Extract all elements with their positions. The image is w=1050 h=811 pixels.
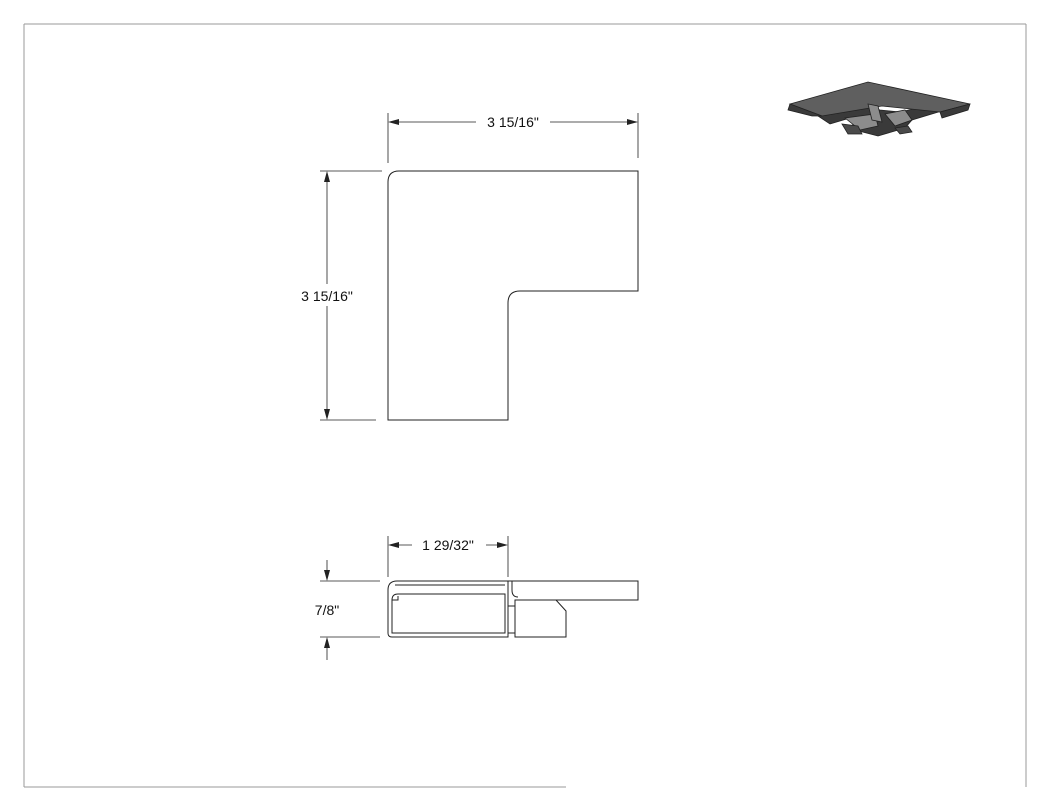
section-width-dimension (387, 536, 509, 577)
top-width-dimension (387, 113, 639, 163)
sheet-border (23, 23, 1027, 788)
section-height-label: 7/8" (315, 602, 339, 618)
top-width-label: 3 15/16" (487, 114, 539, 130)
left-height-dimension (320, 170, 382, 421)
section-height-dimension (320, 560, 380, 660)
left-height-label: 3 15/16" (301, 288, 353, 304)
top-view-outline (387, 170, 639, 421)
section-width-label: 1 29/32" (422, 537, 474, 553)
section-view (387, 580, 639, 638)
isometric-view (787, 81, 971, 137)
